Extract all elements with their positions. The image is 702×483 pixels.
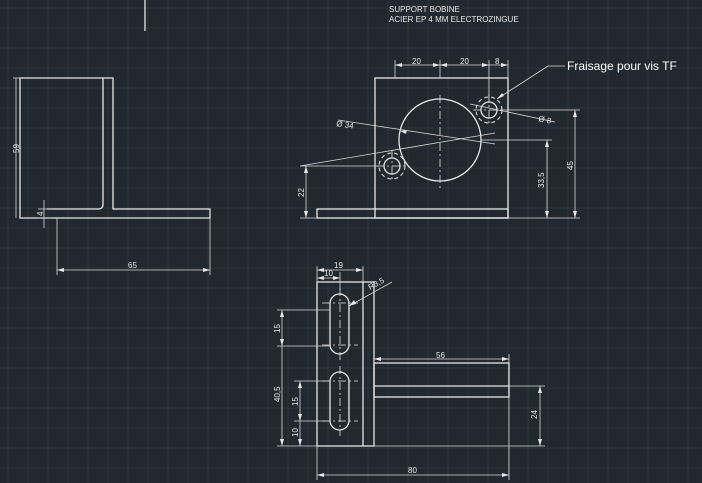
annotation-fraisage: Fraisage pour vis TF [567,59,677,73]
dim-side-height: 59 [12,144,21,153]
front-view: Ø 34 Ø 8 20 20 8 22 33,5 [297,57,677,219]
title-line-2: ACIER EP 4 MM ELECTROZINGUE [389,15,519,24]
dim-front-width-1: 20 [412,57,421,66]
side-view-outline [19,77,211,219]
side-view-inner-bend [47,78,104,210]
dim-top-height-40-5: 40,5 [273,386,282,402]
side-view: 59 4 65 [12,77,211,275]
dim-side-thickness: 4 [36,211,45,216]
top-view-slot-upper [329,293,350,355]
dim-top-height-10: 10 [291,428,300,437]
dim-top-height-24: 24 [530,410,539,419]
dim-top-width-56: 56 [436,351,445,360]
dim-top-width-80: 80 [408,466,417,475]
dim-top-radius: R3,5 [367,276,387,292]
title-line-1: SUPPORT BOBINE [389,5,460,14]
dim-front-width-3: 8 [495,57,500,66]
dim-front-small-hole-height: 22 [297,188,306,197]
dim-top-width-19: 19 [334,261,343,270]
top-view: 19 10 R3,5 15 40,5 15 10 56 [273,261,545,480]
dim-front-big-diameter: Ø 34 [336,119,355,131]
dim-front-width-2: 20 [460,57,469,66]
dim-front-total-height: 45 [566,161,575,170]
top-view-slot-lower [329,371,350,431]
dim-front-small-diameter: Ø 8 [538,114,553,126]
dim-top-height-15b: 15 [291,397,300,406]
dim-side-length: 65 [128,261,137,270]
top-view-tab [373,362,510,398]
front-view-base [316,208,509,219]
dim-front-center-height: 33,5 [537,172,546,188]
dim-top-height-15a: 15 [273,324,282,333]
dim-top-width-10: 10 [324,269,333,278]
